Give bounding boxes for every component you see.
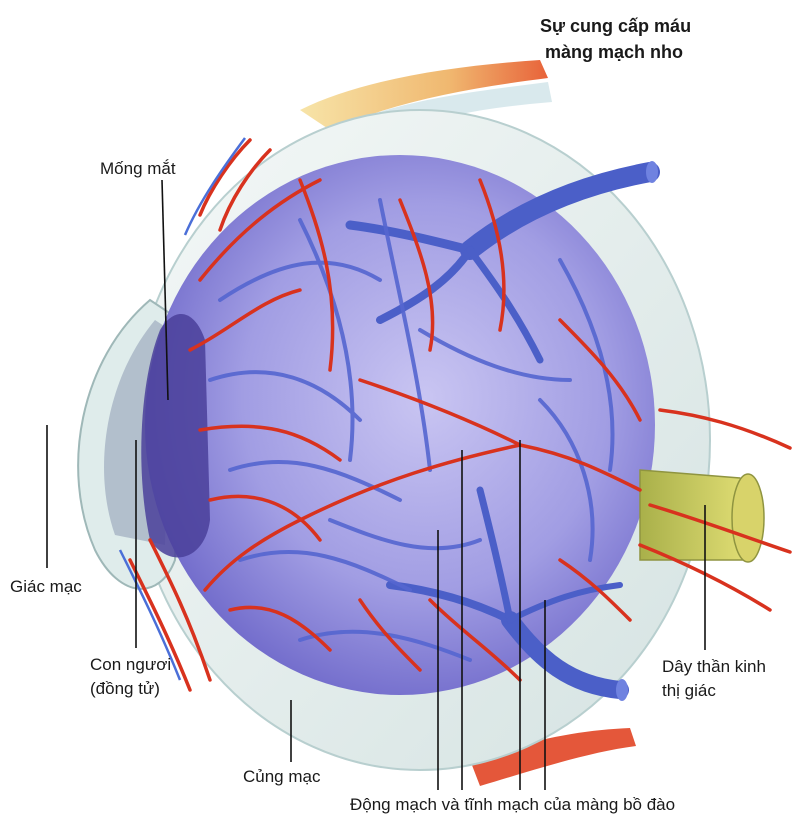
label-optic-nerve-line1: Dây thần kinh xyxy=(662,656,766,678)
label-iris: Mống mắt xyxy=(100,158,176,180)
label-uvea-vessels: Động mạch và tĩnh mạch của màng bồ đào xyxy=(350,794,675,816)
optic-nerve-end xyxy=(732,474,764,562)
vein-end-bottom xyxy=(616,679,628,701)
vein-end-top xyxy=(646,161,658,183)
label-pupil-line1: Con ngươi xyxy=(90,654,171,676)
label-sclera: Củng mạc xyxy=(243,766,320,788)
label-pupil-line2: (đồng tử) xyxy=(90,678,160,700)
label-optic-nerve-line2: thị giác xyxy=(662,680,716,702)
diagram-title-line2: màng mạch nho xyxy=(545,42,683,63)
label-cornea: Giác mạc xyxy=(10,576,82,598)
diagram-title-line1: Sự cung cấp máu xyxy=(540,16,691,37)
